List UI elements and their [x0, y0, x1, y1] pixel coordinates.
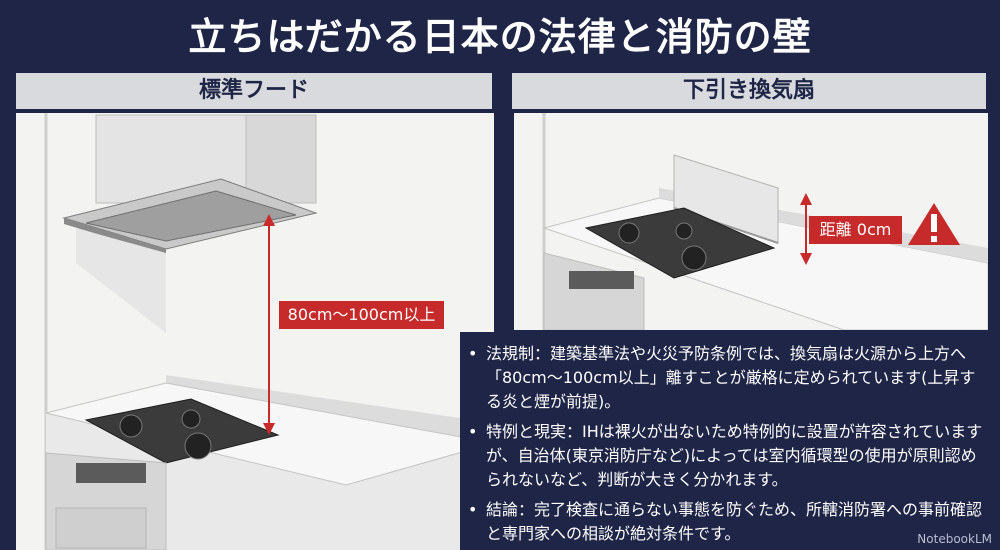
- bullet-icon: •: [468, 422, 478, 441]
- standard-hood-drawing: [16, 113, 494, 550]
- note-text: 特例と現実：IHは裸火が出ないため特例的に設置が許容されていますが、自治体(東京…: [486, 422, 983, 489]
- bullet-icon: •: [468, 344, 478, 363]
- note-item: • 法規制：建築基準法や火災予防条例では、換気扇は火源から上方へ「80cm～100…: [468, 342, 986, 414]
- downdraft-fan-drawing: [514, 113, 988, 330]
- panel-header-standard-hood: 標準フード: [16, 73, 492, 109]
- warning-triangle-icon: [908, 203, 960, 245]
- watermark: NotebookLM: [917, 532, 992, 546]
- standard-hood-illustration: [16, 113, 494, 550]
- page-title: 立ちはだかる日本の法律と消防の壁: [188, 15, 812, 59]
- note-text: 法規制：建築基準法や火災予防条例では、換気扇は火源から上方へ「80cm～100c…: [486, 344, 976, 411]
- downdraft-distance-label: 距離 0cm: [809, 216, 902, 244]
- note-item: • 結論：完了検査に通らない事態を防ぐため、所轄消防署への事前確認と専門家への相談…: [468, 498, 986, 546]
- note-text: 結論：完了検査に通らない事態を防ぐため、所轄消防署への事前確認と専門家への相談が…: [486, 500, 983, 543]
- explanation-notes: • 法規制：建築基準法や火災予防条例では、換気扇は火源から上方へ「80cm～100…: [460, 332, 1000, 550]
- bullet-icon: •: [468, 500, 478, 519]
- downdraft-fan-illustration: [514, 113, 988, 330]
- hood-distance-label: 80cm～100cm以上: [279, 301, 444, 329]
- panel-header-downdraft-fan: 下引き換気扇: [512, 73, 986, 109]
- note-item: • 特例と現実：IHは裸火が出ないため特例的に設置が許容されていますが、自治体(東…: [468, 420, 986, 492]
